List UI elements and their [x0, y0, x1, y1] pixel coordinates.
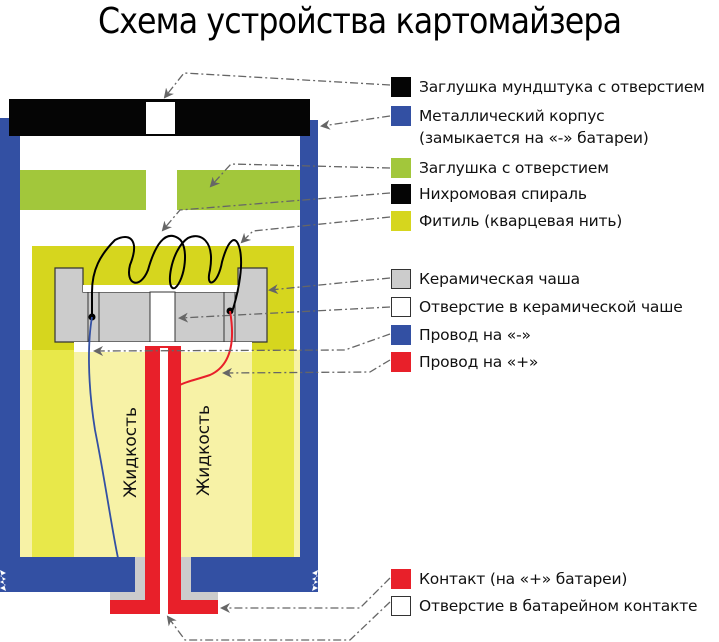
legend-item-wire-plus: Провод на «+» [391, 351, 538, 373]
legend-label: Керамическая чаша [419, 270, 580, 288]
cap-hole [146, 170, 177, 210]
legend-item-contact: Контакт (на «+» батареи) [391, 568, 627, 590]
ceramic-cup-hole [149, 291, 176, 343]
swatch-yellow-icon [391, 211, 411, 231]
contact-hole [160, 348, 168, 614]
pointer-wire-plus [222, 359, 391, 378]
legend-item-wick: Фитиль (кварцевая нить) [391, 210, 622, 232]
pointer-green-cap [209, 163, 391, 188]
pointer-wire-minus [93, 333, 391, 356]
mouthpiece-hole [146, 102, 175, 134]
legend-item-mouthpiece-cap: Заглушка мундштука с отверстием [391, 76, 705, 98]
pointer-ceramic-cup [268, 277, 391, 295]
legend-item-coil: Нихромовая спираль [391, 183, 587, 205]
swatch-white-icon [391, 596, 411, 616]
pointer-contact [220, 577, 391, 613]
liquid-label-left: Жидкость [121, 407, 141, 498]
pointer-coil [161, 192, 391, 232]
legend-item-cup-hole: Отверстие в керамической чаше [391, 296, 683, 318]
liquid-label-right: Жидкость [194, 405, 214, 496]
swatch-gray-icon [391, 269, 411, 289]
pointer-mouthpiece [163, 72, 391, 99]
pointer-lines [93, 72, 391, 641]
legend-label: Отверстие в батарейном контакте [419, 597, 698, 615]
nichrome-coil [91, 235, 243, 313]
legend-label: Провод на «+» [419, 353, 539, 371]
diagram-title: Схема устройства картомайзера [97, 1, 622, 42]
swatch-white-icon [391, 297, 411, 317]
legend-label: Заглушка с отверстием [419, 159, 609, 177]
swatch-blue-icon [391, 325, 411, 345]
legend-label: Нихромовая спираль [419, 185, 587, 203]
cap-with-hole [20, 170, 300, 210]
wire-minus [88, 316, 119, 559]
legend-item-wire-minus: Провод на «-» [391, 324, 531, 346]
pointer-contact-hole [166, 601, 391, 641]
pointer-metal-body [320, 115, 391, 130]
swatch-black-icon [391, 77, 411, 97]
swatch-blue-icon [391, 106, 411, 126]
legend-label: Металлический корпус (замыкается на «-» … [419, 107, 649, 147]
mouthpiece-cap [9, 99, 310, 136]
legend-item-contact-hole: Отверстие в батарейном контакте [391, 595, 698, 617]
wick-left-column [32, 350, 74, 558]
legend-label: Отверстие в керамической чаше [419, 298, 683, 316]
legend-label: Контакт (на «+» батареи) [419, 570, 628, 588]
pointer-wick [240, 216, 391, 244]
ceramic-cup [54, 267, 268, 343]
legend-label: Заглушка мундштука с отверстием [419, 78, 705, 96]
swatch-green-icon [391, 158, 411, 178]
legend-item-ceramic-cup: Керамическая чаша [391, 268, 580, 290]
wire-plus [179, 310, 234, 386]
legend-item-green-cap: Заглушка с отверстием [391, 157, 609, 179]
swatch-red-icon [391, 352, 411, 372]
wick-right-column [252, 350, 294, 558]
legend-item-metal-body: Металлический корпус (замыкается на «-» … [391, 105, 649, 149]
swatch-black-icon [391, 184, 411, 204]
swatch-red-icon [391, 569, 411, 589]
battery-contact [110, 346, 218, 614]
metal-body [0, 118, 318, 592]
pointer-cup-hole [178, 306, 391, 323]
legend-label: Провод на «-» [419, 326, 531, 344]
legend-label: Фитиль (кварцевая нить) [419, 212, 623, 230]
